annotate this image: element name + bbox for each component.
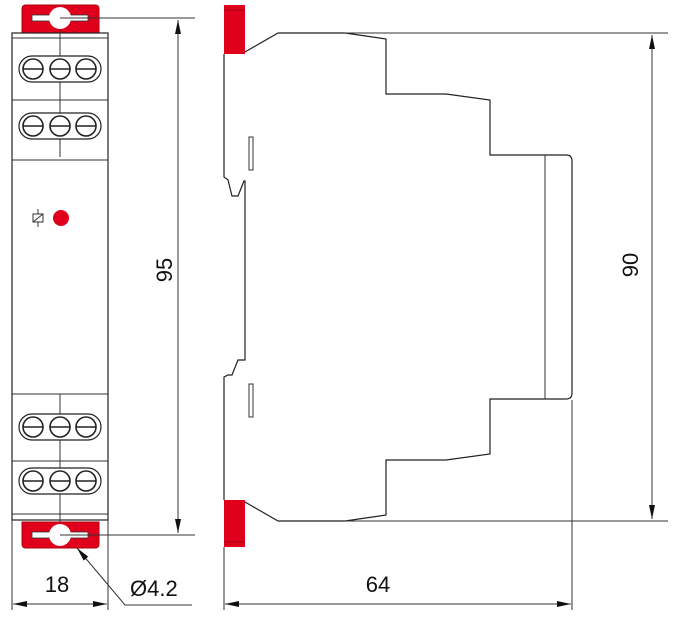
dimension-95: 95 [60,17,195,536]
side-view [223,5,573,547]
dimension-label-95: 95 [152,258,177,282]
side-profile [223,32,573,522]
dimension-label-64: 64 [366,572,390,597]
dimension-label-hole: Ø4.2 [130,576,178,601]
dimension-label-90: 90 [618,253,643,277]
dimension-label-18: 18 [45,572,69,597]
front-view [11,4,109,549]
terminal-screws [18,55,102,495]
led-indicator-icon [53,210,69,226]
dimension-18: 18 [11,520,109,610]
side-bottom-tab [224,500,245,547]
dimension-hole-diameter: Ø4.2 [76,547,192,606]
relay-coil-symbol-icon [32,209,44,227]
dimension-90: 90 [345,32,668,522]
dimension-64: 64 [223,400,573,610]
side-top-tab [224,5,245,54]
